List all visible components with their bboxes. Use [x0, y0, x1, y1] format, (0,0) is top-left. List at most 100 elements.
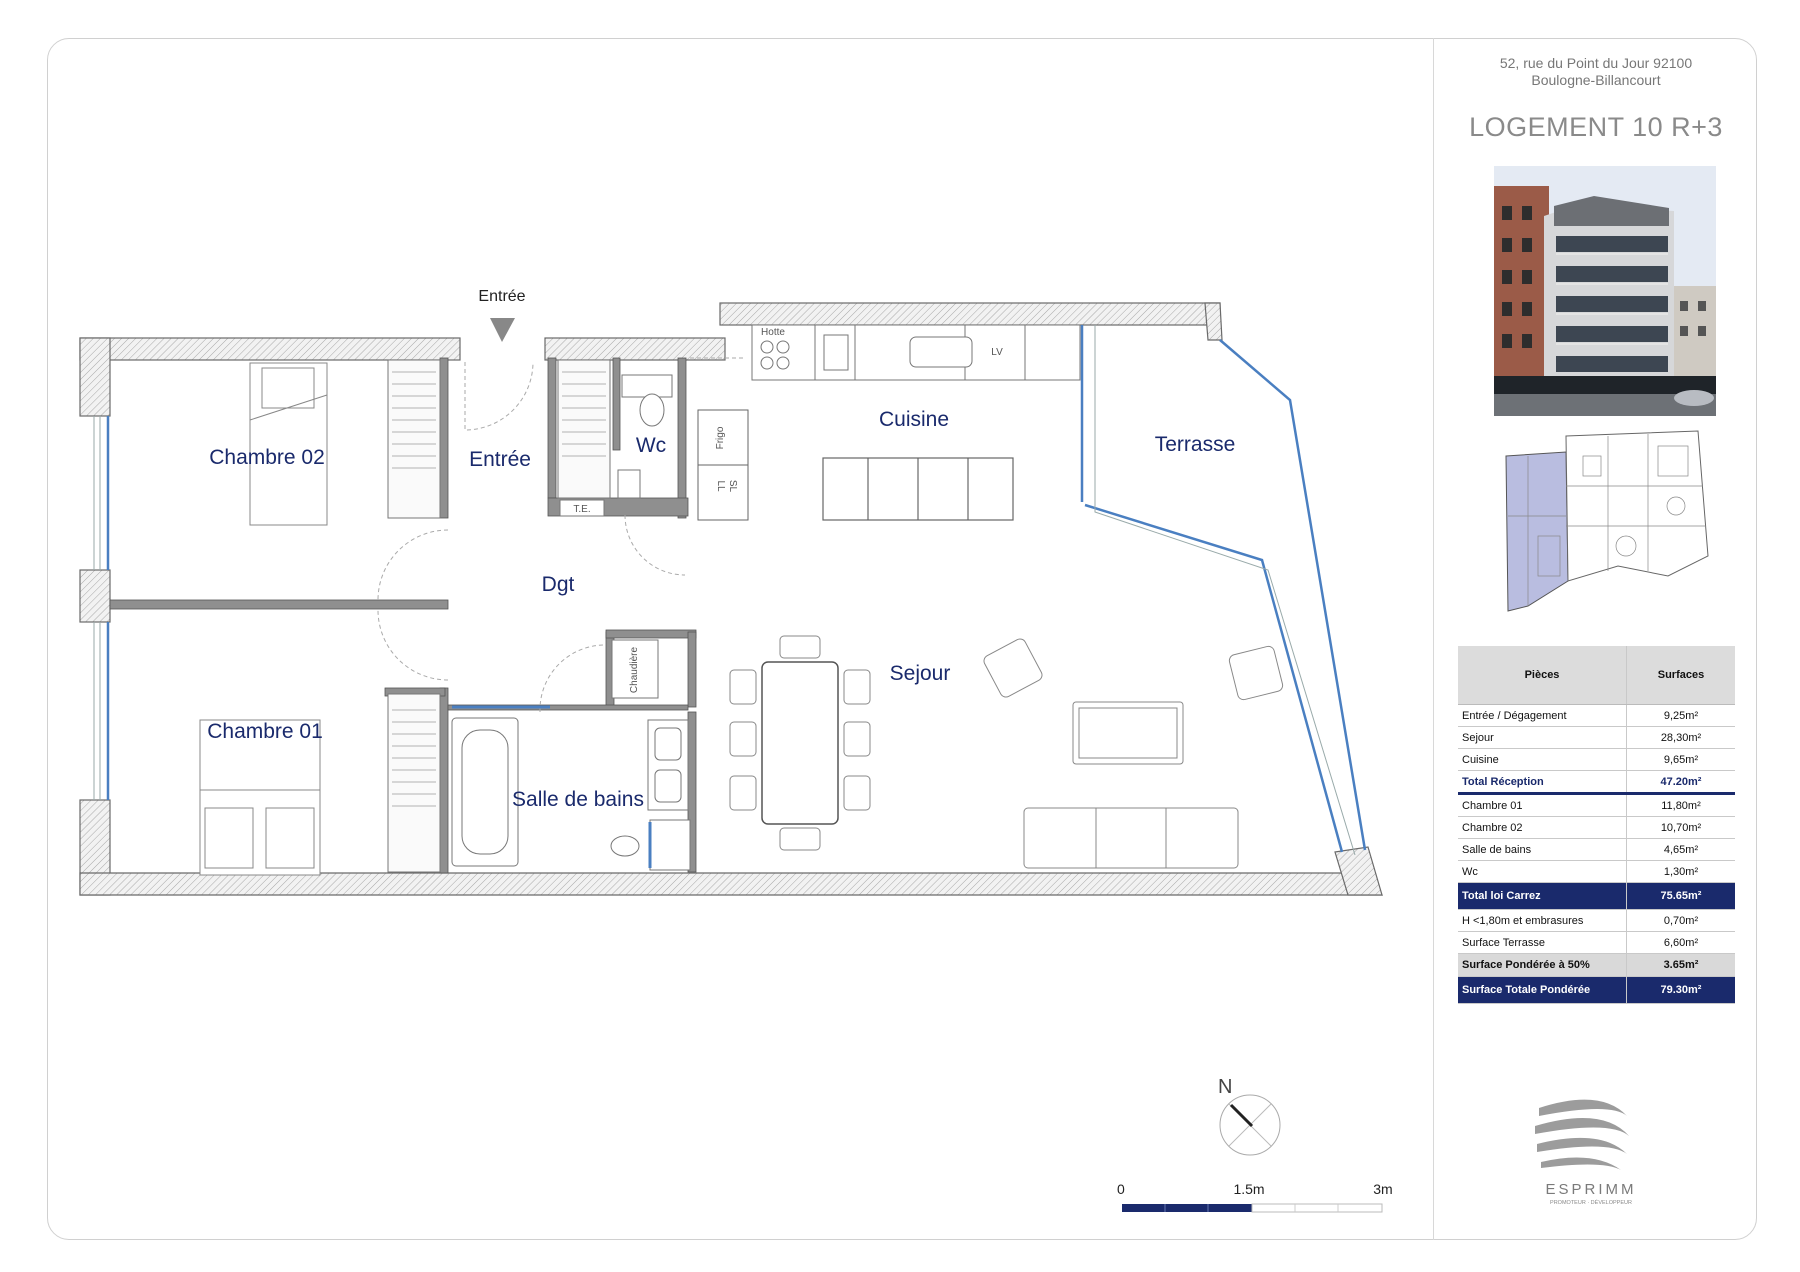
row-value: 28,30m² [1626, 726, 1735, 749]
table-row-ponderee: Surface Pondérée à 50%3.65m² [1458, 953, 1735, 977]
entrance-label: Entrée [478, 288, 525, 305]
row-label: Total Réception [1458, 770, 1627, 795]
row-value: 1,30m² [1626, 860, 1735, 883]
address-line-2: Boulogne-Billancourt [1531, 72, 1661, 88]
row-value: 6,60m² [1626, 931, 1735, 954]
row-value: 0,70m² [1626, 909, 1735, 932]
row-label: Chambre 01 [1458, 793, 1627, 817]
address: 52, rue du Point du Jour 92100 Boulogne-… [1436, 55, 1756, 89]
compass-needle-icon [1229, 1103, 1254, 1128]
boiler [611, 639, 659, 699]
fixture-label-chaudiere: Chaudière [629, 646, 640, 693]
building-photo [1494, 166, 1716, 416]
te-box [559, 499, 605, 517]
room-label-entree: Entrée [469, 448, 531, 471]
exterior-walls [79, 302, 1383, 896]
row-value: 9,65m² [1626, 748, 1735, 771]
row-value: 10,70m² [1626, 816, 1735, 839]
bed-chambre-02 [249, 362, 328, 526]
row-label: Surface Pondérée à 50% [1458, 953, 1627, 977]
compass-north-label: N [1218, 1076, 1232, 1098]
row-label: Salle de bains [1458, 838, 1627, 861]
row-value: 3.65m² [1626, 953, 1735, 977]
row-label: Cuisine [1458, 748, 1627, 771]
room-label-wc: Wc [636, 434, 666, 457]
side-panel: 52, rue du Point du Jour 92100 Boulogne-… [1436, 40, 1756, 1238]
dining-chairs [729, 635, 871, 851]
wc-fixtures [617, 374, 673, 499]
dining-table [761, 661, 839, 825]
living-furniture [983, 638, 1284, 869]
room-label-terrasse: Terrasse [1155, 433, 1236, 456]
logo-tagline: PROMOTEUR · DÉVELOPPEUR [1550, 1199, 1632, 1206]
row-label: Surface Totale Pondérée [1458, 976, 1627, 1004]
logement-title: LOGEMENT 10 R+3 [1469, 112, 1723, 142]
esprimm-logo: ESPRIMM PROMOTEUR · DÉVELOPPEUR [1535, 1099, 1636, 1206]
wardrobes [387, 359, 611, 873]
header-pieces: Pièces [1458, 646, 1627, 705]
room-label-salle-de-bains: Salle de bains [512, 788, 644, 811]
kitchen-island [822, 457, 1014, 521]
door-swings [377, 357, 745, 713]
row-label: Entrée / Dégagement [1458, 704, 1627, 727]
room-label-sejour: Sejour [890, 662, 951, 685]
fixture-label-sl: SL [727, 480, 738, 493]
row-value: 4,65m² [1626, 838, 1735, 861]
scale-bar: 0 1.5m 3m [1117, 1181, 1393, 1213]
row-value: 9,25m² [1626, 704, 1735, 727]
row-label: Wc [1458, 860, 1627, 883]
fridge-laundry [697, 409, 749, 521]
room-label-cuisine: Cuisine [879, 408, 949, 431]
fixture-label-frigo: Frigo [715, 426, 726, 449]
bed-chambre-01 [199, 719, 321, 876]
fixture-label-hotte: Hotte [761, 327, 785, 338]
row-label: H <1,80m et embrasures [1458, 909, 1627, 932]
wardrobe-shelves [392, 371, 606, 807]
row-label: Surface Terrasse [1458, 931, 1627, 954]
room-label-chambre-02: Chambre 02 [209, 446, 325, 469]
table-header: Pièces Surfaces [1458, 646, 1735, 705]
row-label: Chambre 02 [1458, 816, 1627, 839]
room-label-chambre-01: Chambre 01 [207, 720, 323, 743]
north-compass: N [1218, 1076, 1281, 1156]
fixture-label-lv: LV [991, 347, 1003, 358]
window-frames [93, 325, 1356, 856]
header-surfaces: Surfaces [1626, 646, 1735, 705]
page-frame [47, 38, 1757, 1240]
scale-label-zero: 0 [1117, 1181, 1125, 1197]
row-value: 47.20m² [1626, 770, 1735, 795]
row-value: 11,80m² [1626, 793, 1735, 817]
floor-plan: Entrée Chambre 02 Chambre 01 Entrée Wc C… [79, 288, 1383, 896]
side-panel-divider [1433, 38, 1434, 1240]
logo-name: ESPRIMM [1545, 1181, 1636, 1198]
entrance-arrow-icon [490, 318, 515, 342]
fixture-label-te: T.E. [573, 504, 590, 515]
scale-label-end: 3m [1373, 1181, 1392, 1197]
row-value: 75.65m² [1626, 882, 1735, 910]
kitchen-counter [751, 324, 1081, 381]
address-line-1: 52, rue du Point du Jour 92100 [1499, 55, 1693, 71]
scale-label-mid: 1.5m [1233, 1181, 1264, 1197]
windows [106, 325, 1367, 853]
fixture-label-ll: LL [715, 480, 726, 492]
bathroom-fixtures [451, 717, 691, 871]
room-label-dgt: Dgt [542, 573, 575, 596]
row-label: Total loi Carrez [1458, 882, 1627, 910]
key-plan [1505, 430, 1709, 612]
interior-walls [109, 357, 697, 874]
row-label: Sejour [1458, 726, 1627, 749]
row-value: 79.30m² [1626, 976, 1735, 1004]
